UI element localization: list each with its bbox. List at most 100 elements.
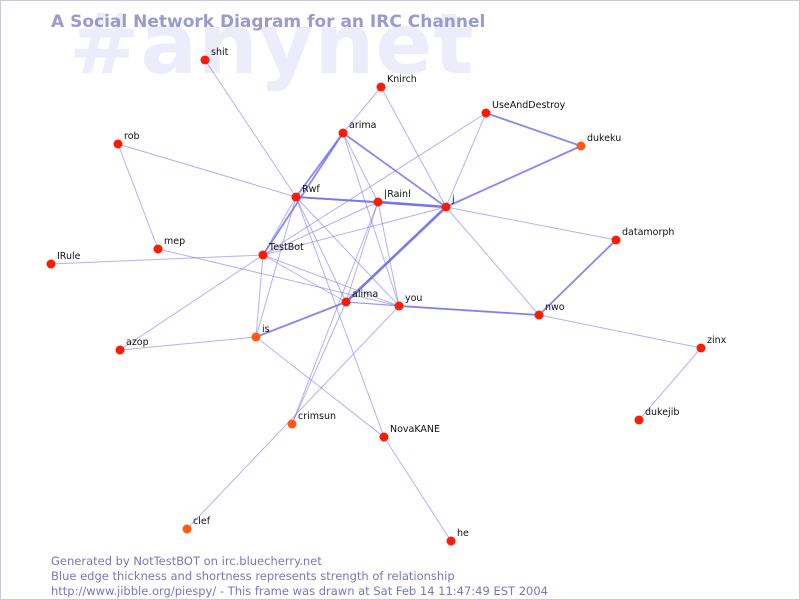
edge-rwf-testbot xyxy=(262,196,297,256)
node-label-alima: alima xyxy=(352,289,378,300)
node-testbot: TestBot xyxy=(258,242,304,260)
edge-arima-j xyxy=(342,132,447,208)
node-dukeku: dukeku xyxy=(576,133,621,151)
node-label-he: he xyxy=(457,528,469,539)
edge-j-dukeku xyxy=(445,145,582,208)
edge-you-clef xyxy=(186,305,400,530)
edge-layer xyxy=(50,59,702,542)
edge-knirch-j xyxy=(380,86,447,208)
edge-j-alima xyxy=(344,205,448,304)
node-label-crimsun: crimsun xyxy=(298,411,336,422)
node-label-nwo: nwo xyxy=(545,302,565,313)
edge-testbot-azop xyxy=(119,254,264,351)
edge-datamorph-nwo xyxy=(538,239,617,316)
node-dot-you xyxy=(394,301,404,311)
edge-testbot-you xyxy=(262,254,400,307)
node-azop: azop xyxy=(115,337,149,355)
node-label-is: is xyxy=(262,324,270,335)
node-label-mep: mep xyxy=(164,236,185,247)
edge-rob-rwf xyxy=(117,143,297,198)
node-dot-nwo xyxy=(534,310,544,320)
edge-is-azop xyxy=(119,336,257,351)
node-dot-dukeku xyxy=(576,141,586,151)
edge-j-datamorph xyxy=(445,206,617,241)
edge-rob-mep xyxy=(117,143,159,250)
node-he: he xyxy=(446,528,469,546)
node-dot-rob xyxy=(113,139,123,149)
node-label-irule: IRule xyxy=(57,251,81,262)
edge-arima-testbot xyxy=(262,132,344,256)
edge-j-testbot xyxy=(262,206,447,256)
node-dukejib: dukejib xyxy=(634,407,679,425)
edge-arima-irainl xyxy=(342,132,379,203)
node-label-you: you xyxy=(405,293,422,304)
node-dot-shit xyxy=(200,55,210,65)
node-dot-clef xyxy=(182,524,192,534)
node-dot-is xyxy=(251,332,261,342)
page-title: A Social Network Diagram for an IRC Chan… xyxy=(51,12,486,32)
node-label-datamorph: datamorph xyxy=(622,227,674,238)
node-dot-knirch xyxy=(376,82,386,92)
edge-shit-rwf xyxy=(204,59,297,198)
node-label-novakane: NovaKANE xyxy=(390,424,440,435)
edge-you-nwo xyxy=(398,305,540,316)
node-label-dukeku: dukeku xyxy=(587,133,621,144)
node-datamorph: datamorph xyxy=(611,227,674,245)
edge-alima-is xyxy=(255,301,347,338)
node-dot-alima xyxy=(341,297,351,307)
node-label-zinx: zinx xyxy=(707,335,727,346)
edge-is-novakane xyxy=(255,336,385,438)
footer: Generated by NotTestBOT on irc.bluecherr… xyxy=(51,554,548,599)
node-rwf: Rwf xyxy=(291,184,320,202)
node-label-testbot: TestBot xyxy=(268,242,304,253)
edge-nwo-zinx xyxy=(538,314,702,349)
node-label-shit: shit xyxy=(211,47,229,58)
node-dot-datamorph xyxy=(611,235,621,245)
edge-testbot-alima xyxy=(262,254,347,303)
node-label-irainl: |Rainl xyxy=(384,189,411,200)
node-label-rwf: Rwf xyxy=(302,184,320,195)
edge-mep-you xyxy=(157,248,400,307)
node-mep: mep xyxy=(153,236,185,254)
node-shit: shit xyxy=(200,47,229,65)
node-dot-crimsun xyxy=(287,419,297,429)
node-novakane: NovaKANE xyxy=(379,424,440,442)
node-irainl: |Rainl xyxy=(373,189,411,207)
node-alima: alima xyxy=(341,289,378,307)
node-dot-irule xyxy=(46,259,56,269)
edge-rwf-is xyxy=(255,196,297,338)
channel-watermark: #anynet xyxy=(69,0,475,93)
edge-irainl-testbot xyxy=(262,201,379,256)
node-is: is xyxy=(251,324,270,342)
edge-alima-crimsun xyxy=(291,301,347,425)
node-rob: rob xyxy=(113,131,140,149)
node-dot-useanddestroy xyxy=(481,108,491,118)
node-clef: clef xyxy=(182,516,211,534)
node-label-dukejib: dukejib xyxy=(645,407,679,418)
node-label-knirch: Knirch xyxy=(387,74,417,85)
footer-generated-by: Generated by NotTestBOT on irc.bluecherr… xyxy=(51,554,322,568)
node-dot-rwf xyxy=(291,192,301,202)
edge-irainl-crimsun xyxy=(291,201,379,425)
node-label-clef: clef xyxy=(193,516,211,527)
node-crimsun: crimsun xyxy=(287,411,336,429)
edge-rwf-novakane xyxy=(295,196,385,438)
node-irule: IRule xyxy=(46,251,81,269)
node-arima: arima xyxy=(338,120,376,138)
node-useanddestroy: UseAndDestroy xyxy=(481,100,566,118)
node-label-rob: rob xyxy=(124,131,140,142)
node-j: j xyxy=(441,194,455,212)
edge-rwf-alima xyxy=(295,196,347,303)
node-dot-testbot xyxy=(258,250,268,260)
node-dot-j xyxy=(441,202,451,212)
node-label-j: j xyxy=(451,194,455,205)
node-you: you xyxy=(394,293,422,311)
edge-zinx-dukejib xyxy=(638,347,702,421)
node-dot-novakane xyxy=(379,432,389,442)
node-label-azop: azop xyxy=(126,337,149,348)
node-knirch: Knirch xyxy=(376,74,417,92)
node-label-useanddestroy: UseAndDestroy xyxy=(492,100,566,111)
